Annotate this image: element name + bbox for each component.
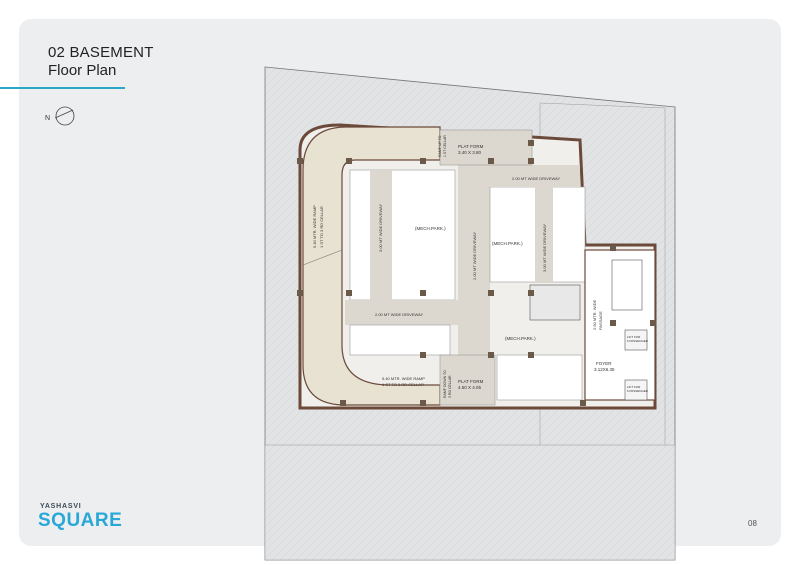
svg-text:3.12X6.35: 3.12X6.35 xyxy=(594,367,615,372)
page-number: 08 xyxy=(748,519,757,528)
svg-text:PLAT FORM: PLAT FORM xyxy=(458,379,484,384)
brand-logo: SQUARE xyxy=(38,510,123,531)
svg-text:3.00 MT WIDE DRIVEWAY: 3.00 MT WIDE DRIVEWAY xyxy=(378,204,383,252)
compass-label: N xyxy=(45,115,50,122)
plat-form-top xyxy=(439,129,533,166)
svg-text:1 ST TO 3 RD CELLAR: 1 ST TO 3 RD CELLAR xyxy=(319,206,324,248)
driveway-right xyxy=(535,187,553,282)
svg-text:2.00 MT WIDE DRIVEWAY: 2.00 MT WIDE DRIVEWAY xyxy=(375,312,423,317)
lift-2 xyxy=(624,379,648,401)
driveway-left xyxy=(370,170,392,300)
curved-ramp xyxy=(302,126,441,406)
driveway-center-strip xyxy=(458,165,490,355)
svg-text:RAMP UP TO: RAMP UP TO xyxy=(438,135,442,157)
top-driveway xyxy=(490,165,580,187)
parking-bottom-left xyxy=(349,324,451,356)
plat-form-bottom xyxy=(439,354,496,406)
svg-text:LIFT FOR: LIFT FOR xyxy=(627,385,641,389)
page-subtitle: Floor Plan xyxy=(48,62,117,79)
svg-text:(MECH.PARK.): (MECH.PARK.) xyxy=(505,336,536,341)
svg-text:1 ST TO 3 RD CELLAR: 1 ST TO 3 RD CELLAR xyxy=(382,382,424,387)
svg-text:3.00 MT WIDE DRIVEWAY: 3.00 MT WIDE DRIVEWAY xyxy=(542,224,547,272)
svg-text:5.40 MTR. WIDE RAMP: 5.40 MTR. WIDE RAMP xyxy=(312,205,317,248)
svg-text:2.00 MT WIDE DRIVEWAY: 2.00 MT WIDE DRIVEWAY xyxy=(472,232,477,280)
svg-text:LIFT FOR: LIFT FOR xyxy=(627,335,641,339)
svg-text:(MECH.PARK.): (MECH.PARK.) xyxy=(492,241,523,246)
svg-text:1 ST CELLAR: 1 ST CELLAR xyxy=(443,135,447,157)
accent-rule xyxy=(0,87,125,89)
svg-text:4.50 X 4.05: 4.50 X 4.05 xyxy=(458,385,482,390)
north-arrow-icon: N xyxy=(45,106,75,126)
svg-text:FOYER: FOYER xyxy=(596,361,612,366)
staircase xyxy=(611,259,643,311)
parking-zone-left xyxy=(349,169,456,301)
lift-1 xyxy=(624,329,648,351)
plot-lower-band xyxy=(264,444,676,561)
svg-text:3 RD CELLAR: 3 RD CELLAR xyxy=(448,375,452,398)
svg-text:PLAT FORM: PLAT FORM xyxy=(458,144,484,149)
parking-bottom-right xyxy=(496,354,583,401)
service-core xyxy=(584,249,656,401)
svg-text:2.00 MT WIDE DRIVEWAY: 2.00 MT WIDE DRIVEWAY xyxy=(512,176,560,181)
mid-driveway xyxy=(345,300,458,325)
brand-name-small: YASHASVI xyxy=(40,503,82,510)
columns xyxy=(297,140,656,406)
svg-text:6 PASSENGER: 6 PASSENGER xyxy=(627,389,649,393)
svg-text:6 PASSENGER: 6 PASSENGER xyxy=(627,339,649,343)
svg-text:2.50 MTR. WIDE: 2.50 MTR. WIDE xyxy=(592,299,597,330)
svg-text:RAMP DOWN TO: RAMP DOWN TO xyxy=(443,370,447,398)
svg-text:5.40 MTR. WIDE RAMP: 5.40 MTR. WIDE RAMP xyxy=(382,376,425,381)
svg-text:3.40 X 3.80: 3.40 X 3.80 xyxy=(458,150,482,155)
svg-text:PASSAGE: PASSAGE xyxy=(598,311,603,330)
svg-text:(MECH.PARK.): (MECH.PARK.) xyxy=(415,226,446,231)
page-title: 02 BASEMENT xyxy=(48,44,154,61)
mech-stair xyxy=(529,284,581,321)
